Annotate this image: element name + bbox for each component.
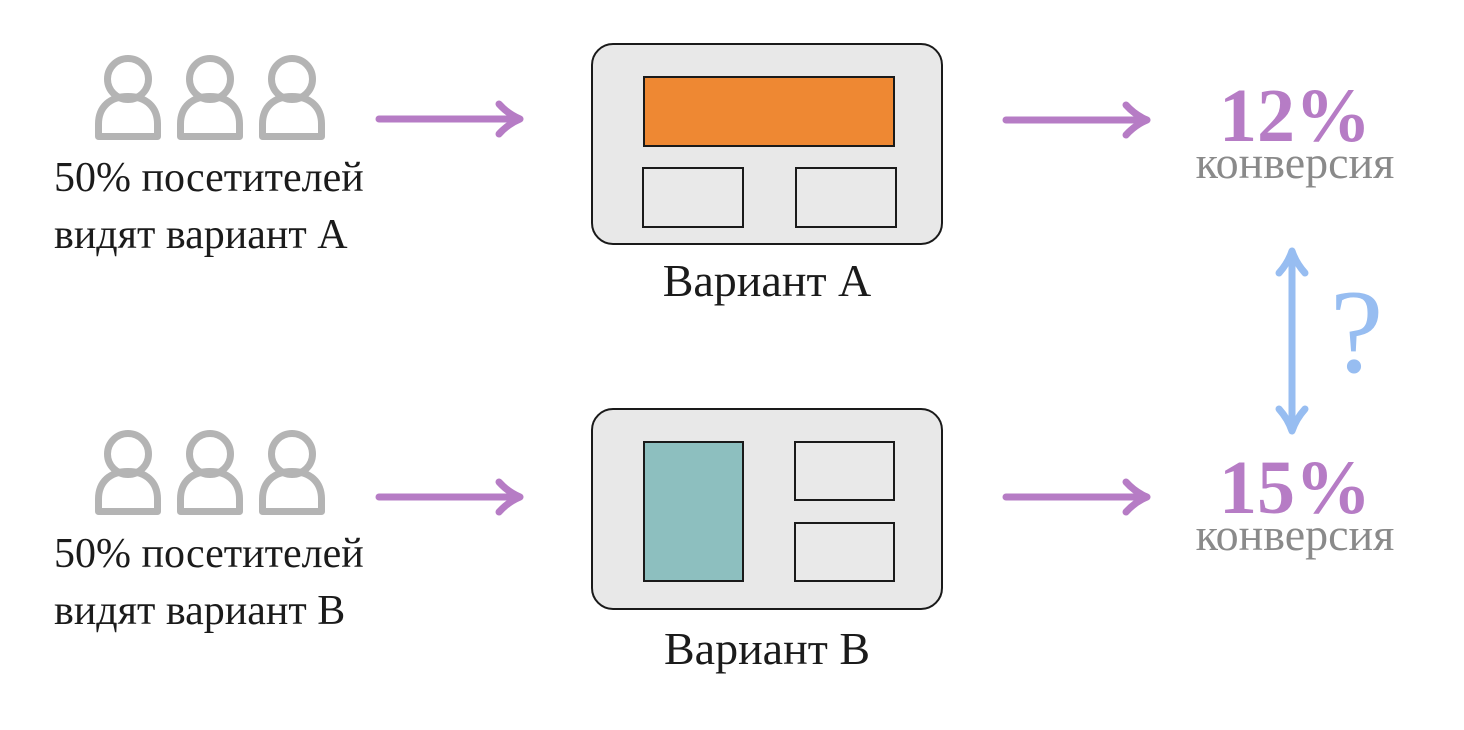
person-icon [259,430,325,515]
audience-b-icons [93,430,327,515]
variant-a-card [591,43,943,245]
variant-a-conversion-value: 12% [1219,74,1371,158]
variant-b-result: 15% конверсия [1150,450,1440,558]
person-icon [177,55,243,140]
question-mark: ? [1330,265,1384,398]
person-icon [177,430,243,515]
arrow-right-icon [1002,101,1151,139]
variant-b-placeholder-block [794,522,895,582]
audience-a-caption: 50% посетителей видят вариант A [54,150,364,264]
person-icon [95,430,161,515]
variant-a-hero-block [643,76,895,147]
variant-b-conversion-value: 15% [1219,446,1371,530]
variant-a-label: Вариант A [662,255,872,306]
person-icon [95,55,161,140]
audience-b-line1: 50% посетителей [54,531,364,577]
variant-a-conversion-label: конверсия [1195,137,1395,188]
variant-a-placeholder-block [642,167,744,228]
audience-a-icons [93,55,327,140]
audience-b-caption: 50% посетителей видят вариант B [54,526,364,640]
variant-b-placeholder-block [794,441,895,501]
person-icon [259,55,325,140]
audience-a-line1: 50% посетителей [54,155,364,201]
variant-b-label: Вариант B [663,623,871,674]
double-arrow-vertical-icon [1275,247,1309,435]
variant-b-card [591,408,943,610]
arrow-right-icon [1002,478,1151,516]
variant-b-conversion-label: конверсия [1195,509,1395,560]
arrow-right-icon [375,100,524,138]
variant-a-placeholder-block [795,167,897,228]
variant-b-hero-block [643,441,744,582]
audience-b-line2: видят вариант B [54,588,346,634]
arrow-right-icon [375,478,524,516]
audience-a-line2: видят вариант A [54,212,348,258]
variant-a-result: 12% конверсия [1150,78,1440,186]
